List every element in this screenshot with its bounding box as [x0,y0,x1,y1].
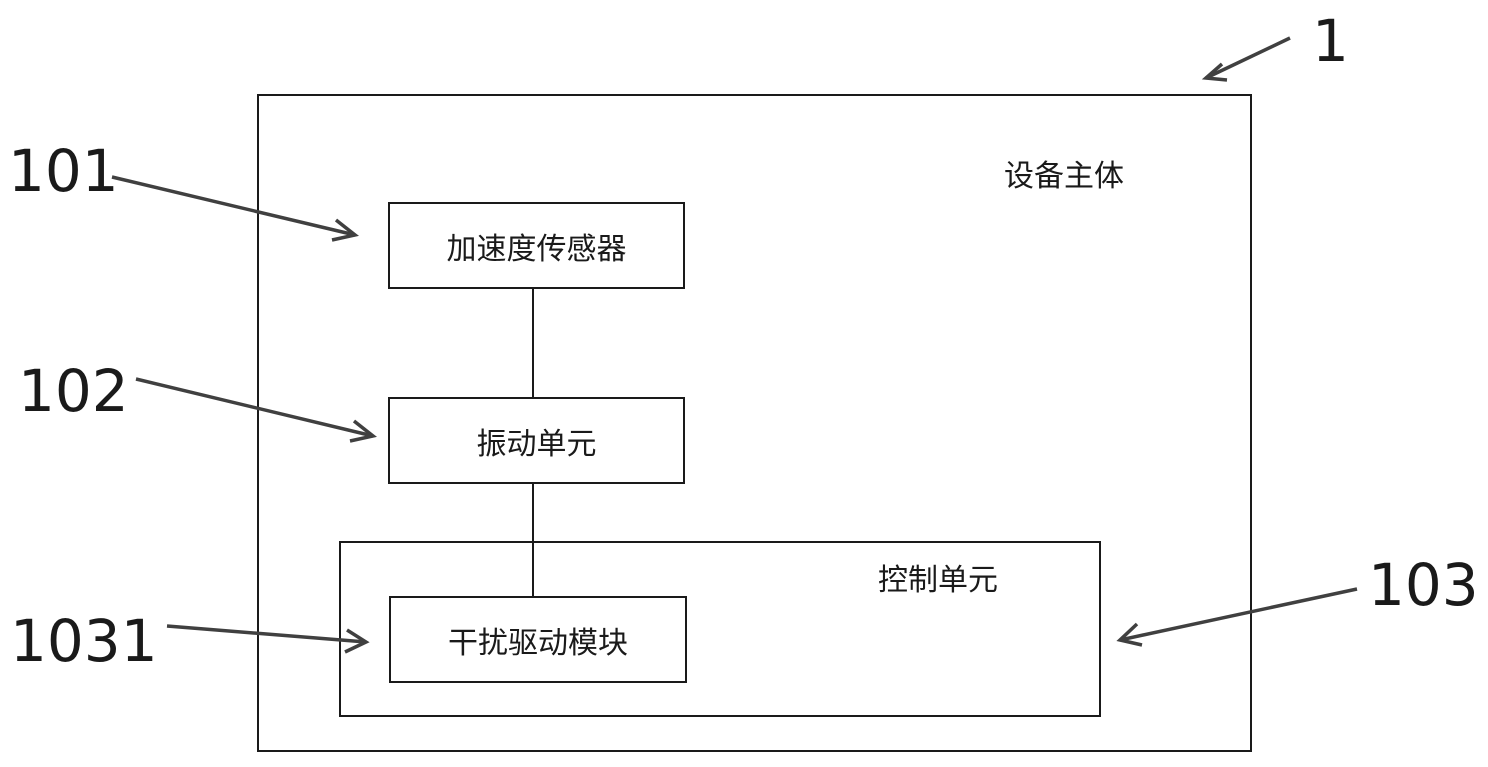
ref-number-102: 102 [18,357,129,425]
accelerometer-label: 加速度传感器 [446,231,627,267]
ref-number-101: 101 [8,137,119,205]
device-body-label: 设备主体 [1004,159,1124,194]
control-unit-label: 控制单元 [878,563,998,598]
accelerometer-box: 加速度传感器 [388,202,685,289]
ref-number-1: 1 [1312,7,1349,75]
leader-arrow-1 [1201,36,1291,82]
interference-drive-module-box: 干扰驱动模块 [389,596,687,683]
vibration-unit-box: 振动单元 [388,397,685,484]
vibration-unit-label: 振动单元 [476,426,597,462]
interference-drive-module-label: 干扰驱动模块 [448,625,628,661]
ref-number-1031: 1031 [10,607,158,675]
ref-number-103: 103 [1368,551,1479,619]
